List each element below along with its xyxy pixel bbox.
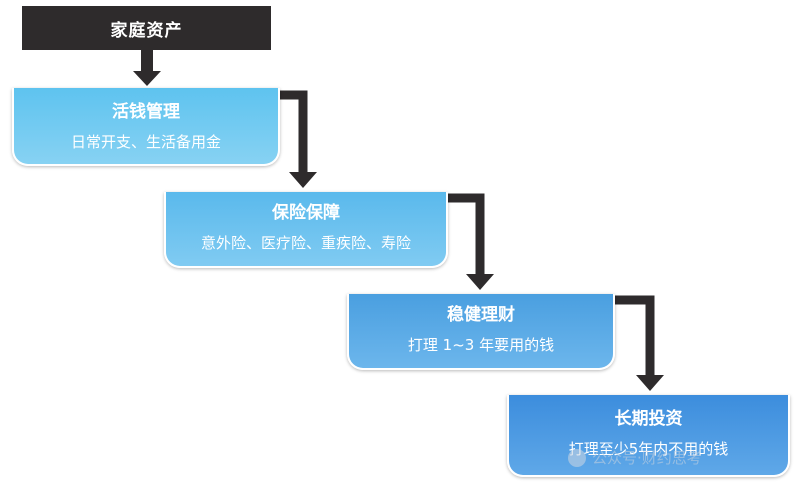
step-subtitle: 意外险、医疗险、重疾险、寿险: [200, 234, 411, 252]
step-box-stable-finance: 稳健理财 打理 1~3 年要用的钱: [347, 294, 615, 370]
arrow-step2-to-step3: [448, 193, 494, 290]
header-title: 家庭资产: [110, 20, 183, 41]
arrow-header-to-step1: [133, 50, 161, 86]
arrow-step3-to-step4: [615, 295, 664, 391]
arrow-step1-to-step2: [280, 90, 317, 188]
step-title: 活钱管理: [112, 102, 180, 122]
step-subtitle: 日常开支、生活备用金: [70, 133, 221, 151]
step-subtitle: 打理至少5年内不用的钱: [568, 440, 729, 458]
header-box: 家庭资产: [22, 6, 271, 50]
step-box-insurance: 保险保障 意外险、医疗险、重疾险、寿险: [164, 192, 448, 268]
step-subtitle: 打理 1~3 年要用的钱: [407, 336, 555, 354]
step-title: 保险保障: [272, 203, 340, 223]
step-title: 稳健理财: [447, 305, 515, 325]
watermark-text: 公众号·财约思考: [592, 449, 702, 467]
watermark: 公众号·财约思考: [568, 447, 702, 468]
step-box-cash-management: 活钱管理 日常开支、生活备用金: [12, 88, 280, 166]
wechat-icon: [568, 448, 586, 467]
step-box-long-term-investment: 长期投资 打理至少5年内不用的钱: [507, 395, 790, 477]
step-title: 长期投资: [614, 409, 683, 429]
